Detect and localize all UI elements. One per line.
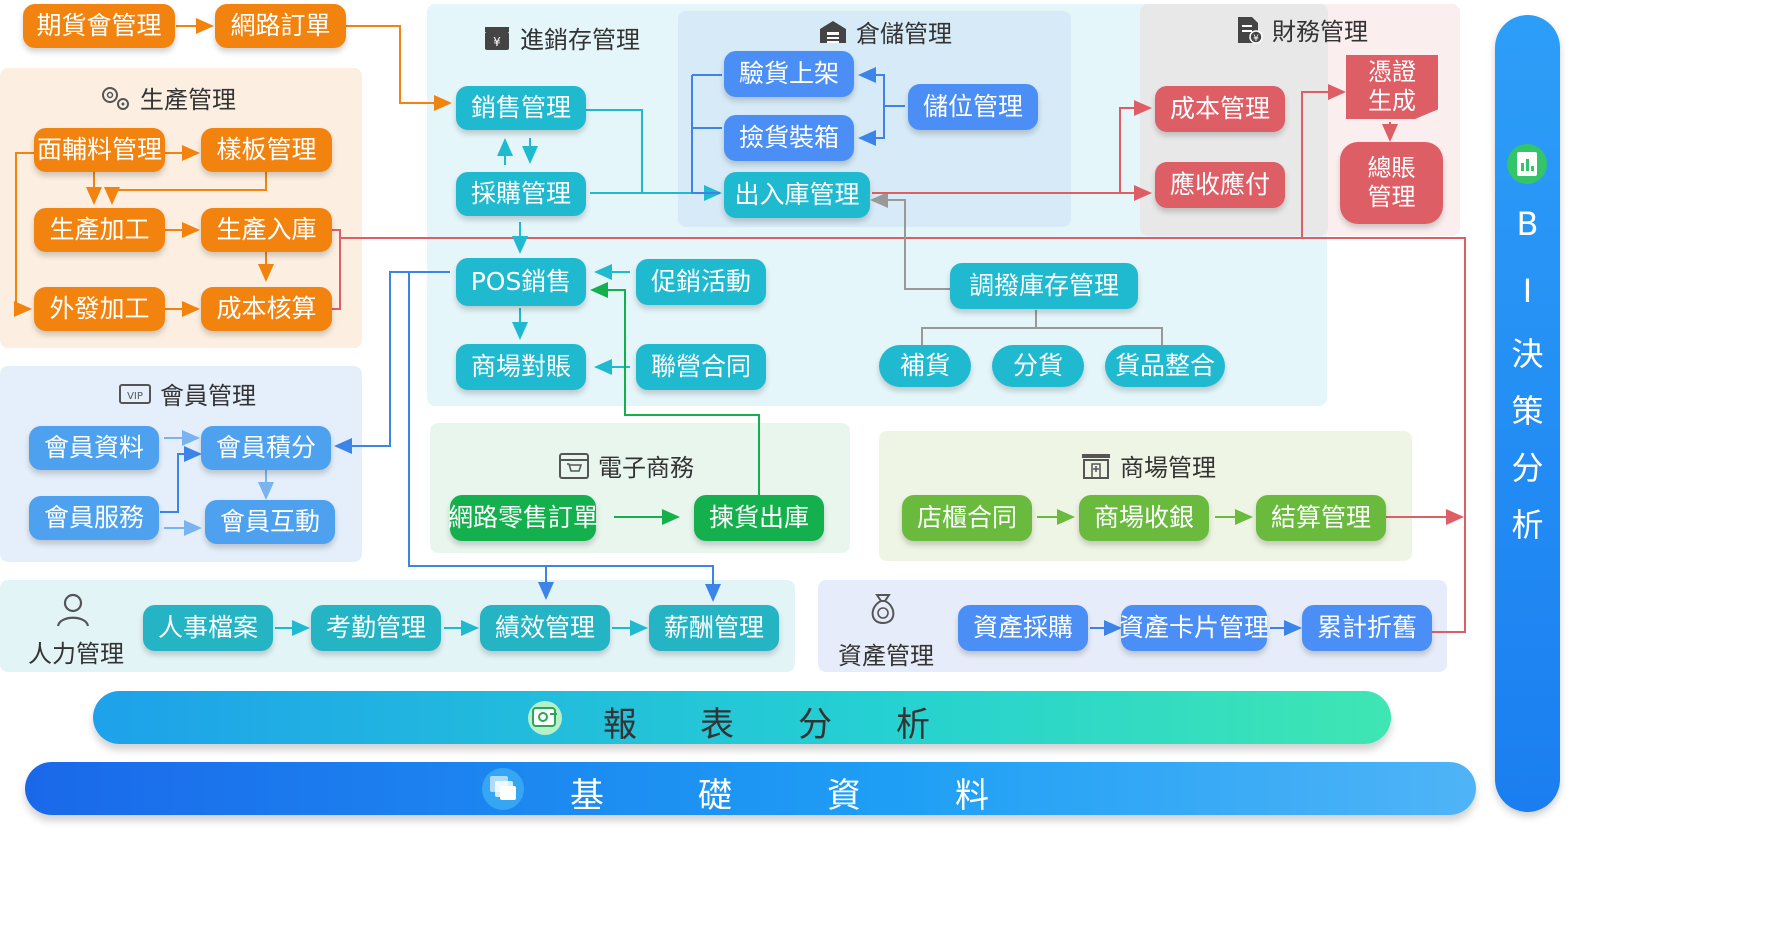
member-data-node[interactable]: 會員資料 [29, 426, 159, 470]
pos-sales-node[interactable]: POS銷售 [456, 258, 586, 306]
inventory-title-label: 進銷存管理 [520, 26, 640, 54]
hr-title: 人力管理 [28, 640, 124, 668]
allocate-node[interactable]: 分貨 [992, 345, 1084, 387]
warehouse-title-label: 倉儲管理 [856, 20, 952, 48]
base-data-band[interactable]: 基 礎 資 料 [25, 762, 1476, 816]
production-processing-node[interactable]: 生產加工 [34, 208, 165, 252]
base-char-2: 礎 [698, 776, 732, 816]
ecommerce-title: 電子商務 [558, 448, 694, 483]
sample-management-node[interactable]: 樣板管理 [201, 128, 332, 172]
report-analysis-band[interactable]: 報 表 分 析 [93, 691, 1391, 745]
voucher-generation-node[interactable]: 憑證生成 [1346, 55, 1438, 119]
svg-text:¥: ¥ [1253, 34, 1259, 44]
mall-store-icon [1082, 453, 1110, 479]
asset-purchase-node[interactable]: 資產採購 [958, 605, 1088, 651]
online-order-node[interactable]: 網路訂單 [215, 4, 346, 48]
finance-doc-icon: ¥ [1238, 16, 1263, 44]
mall-title-label: 商場管理 [1120, 454, 1216, 482]
bi-char-6: 析 [1511, 506, 1544, 544]
materials-management-node[interactable]: 面輔料管理 [34, 128, 165, 172]
vip-card-icon: VIP [119, 383, 151, 404]
report-char-3: 分 [798, 705, 832, 745]
general-ledger-node[interactable]: 總賬管理 [1340, 142, 1443, 224]
futures-management-node[interactable]: 期貨會管理 [23, 4, 175, 48]
counter-contract-node[interactable]: 店櫃合同 [902, 495, 1032, 541]
inventory-title: ¥ 進銷存管理 [482, 20, 640, 55]
costing-node[interactable]: 成本核算 [201, 287, 332, 331]
gears-icon [102, 86, 129, 110]
performance-management-node[interactable]: 績效管理 [480, 605, 610, 651]
bi-char-3: 決 [1511, 335, 1544, 373]
consolidate-node[interactable]: 貨品整合 [1105, 345, 1225, 387]
attendance-management-node[interactable]: 考勤管理 [311, 605, 441, 651]
base-char-1: 基 [570, 776, 604, 816]
transfer-inventory-node[interactable]: 調撥庫存管理 [950, 263, 1138, 309]
cost-management-node[interactable]: 成本管理 [1155, 86, 1285, 132]
report-char-2: 表 [700, 705, 734, 745]
shop-cart-icon [559, 452, 589, 479]
finance-title-label: 財務管理 [1272, 18, 1368, 46]
personnel-records-node[interactable]: 人事檔案 [143, 605, 273, 651]
base-char-4: 料 [955, 776, 989, 816]
salary-management-node[interactable]: 薪酬管理 [649, 605, 779, 651]
purchase-management-node[interactable]: 採購管理 [456, 172, 586, 216]
membership-title-label: 會員管理 [160, 382, 256, 410]
ecommerce-title-label: 電子商務 [598, 454, 694, 482]
base-char-3: 資 [827, 776, 861, 816]
accumulated-depreciation-node[interactable]: 累計折舊 [1302, 605, 1432, 651]
money-bag-icon [871, 594, 895, 625]
joint-contract-node[interactable]: 聯營合同 [636, 344, 766, 390]
inout-management-node[interactable]: 出入庫管理 [724, 172, 870, 218]
mall-title: 商場管理 [1080, 448, 1216, 483]
voucher-generation-label: 憑證生成 [1368, 58, 1416, 115]
report-chart-icon [528, 701, 562, 735]
member-points-node[interactable]: 會員積分 [201, 426, 331, 470]
settlement-management-node[interactable]: 結算管理 [1256, 495, 1386, 541]
warehouse-title: 倉儲管理 [818, 14, 952, 49]
warehouse-icon [820, 20, 846, 43]
bi-char-1: B [1516, 205, 1539, 243]
bi-char-4: 策 [1511, 392, 1544, 430]
pick-ship-node[interactable]: 揀貨出庫 [694, 495, 824, 541]
layers-icon [482, 768, 524, 810]
promotion-node[interactable]: 促銷活動 [636, 259, 766, 305]
restock-node[interactable]: 補貨 [879, 345, 971, 387]
production-storage-node[interactable]: 生產入庫 [201, 208, 332, 252]
assets-title: 資產管理 [838, 642, 934, 670]
receivable-payable-node[interactable]: 應收應付 [1155, 162, 1285, 208]
outsourcing-node[interactable]: 外發加工 [34, 287, 165, 331]
bi-decision-panel[interactable]: B I 決 策 分 析 [1495, 15, 1560, 812]
bi-report-icon [1507, 144, 1547, 184]
svg-text:VIP: VIP [127, 391, 143, 402]
svg-text:¥: ¥ [493, 35, 501, 49]
membership-title: VIP 會員管理 [118, 376, 256, 411]
report-char-1: 報 [603, 705, 637, 745]
picking-packing-node[interactable]: 撿貨裝箱 [724, 115, 854, 161]
bi-char-2: I [1522, 272, 1533, 310]
finance-title: ¥ 財務管理 [1234, 12, 1368, 47]
person-icon [56, 593, 90, 627]
inspect-shelve-node[interactable]: 驗貨上架 [724, 51, 854, 97]
bi-char-5: 分 [1511, 449, 1544, 487]
mall-cashier-node[interactable]: 商場收銀 [1079, 495, 1209, 541]
sales-management-node[interactable]: 銷售管理 [456, 86, 586, 130]
report-char-4: 析 [896, 705, 930, 745]
production-title: 生產管理 [98, 80, 236, 115]
general-ledger-label: 總賬管理 [1367, 154, 1416, 211]
production-title-label: 生產管理 [140, 86, 236, 114]
yen-box-icon: ¥ [485, 26, 509, 50]
storage-location-node[interactable]: 儲位管理 [908, 84, 1038, 130]
member-service-node[interactable]: 會員服務 [29, 496, 159, 540]
member-interaction-node[interactable]: 會員互動 [205, 500, 335, 544]
asset-card-node[interactable]: 資產卡片管理 [1119, 605, 1269, 651]
mall-reconcile-node[interactable]: 商場對賬 [456, 344, 586, 390]
online-retail-order-node[interactable]: 網路零售訂單 [448, 495, 598, 541]
